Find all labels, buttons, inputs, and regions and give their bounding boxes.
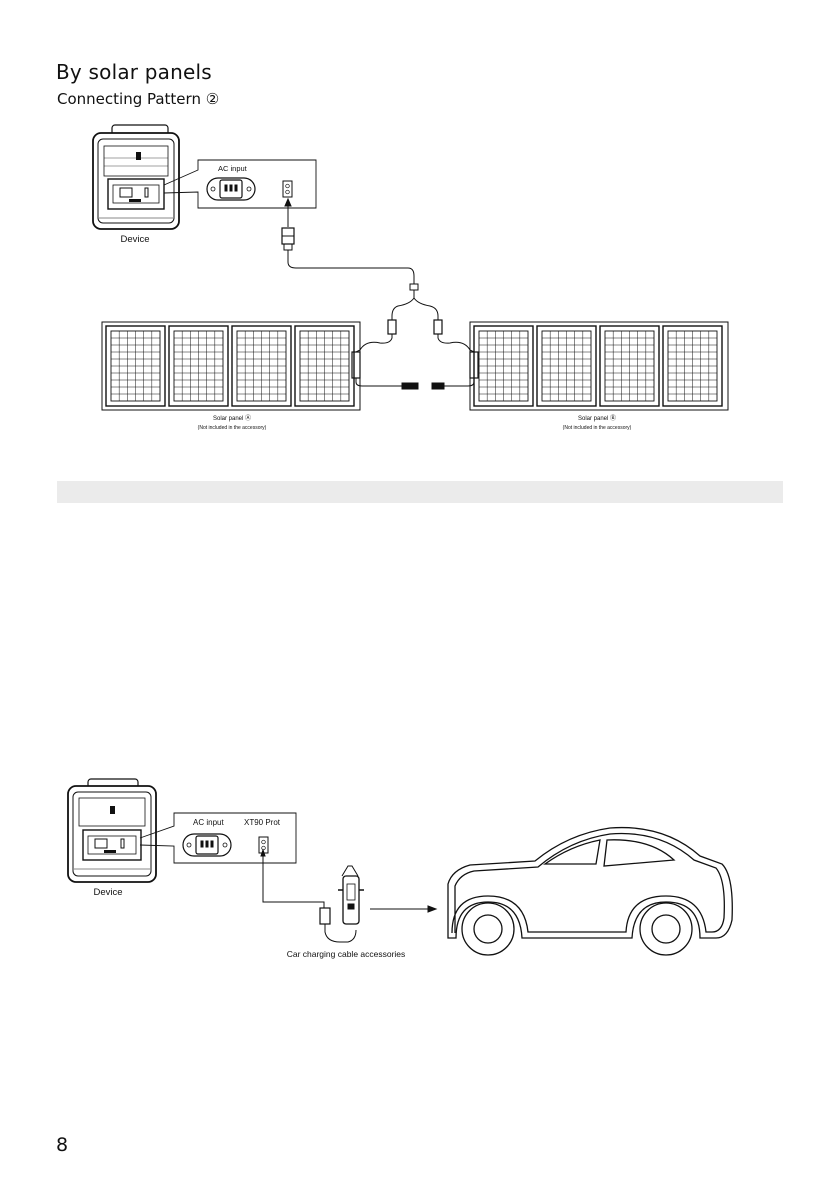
solar-module xyxy=(232,326,291,406)
solar-panel-a xyxy=(102,322,360,410)
solar-module xyxy=(106,326,165,406)
solar-module xyxy=(474,326,533,406)
ac-input-socket-2 xyxy=(183,834,231,856)
solar-module xyxy=(600,326,659,406)
solar-panel-a-note: (Not included in the accessory) xyxy=(198,425,267,431)
xt90-port-label: XT90 Prot xyxy=(244,818,281,827)
power-station-device-2 xyxy=(68,779,156,882)
power-station-device xyxy=(93,125,179,229)
car-charging-diagram: Device AC input XT90 Prot Car charging c… xyxy=(0,770,840,970)
solar-panel-a-label: Solar panel Ⓐ xyxy=(213,414,251,422)
car-illustration xyxy=(448,828,732,955)
device-label: Device xyxy=(120,234,149,245)
page-number: 8 xyxy=(56,1134,68,1156)
solar-panel-b-label: Solar panel Ⓑ xyxy=(578,414,616,422)
car-charging-cable xyxy=(261,850,436,942)
solar-connection-diagram: Device AC input xyxy=(0,0,840,480)
solar-input-cable xyxy=(282,199,478,389)
solar-module xyxy=(169,326,228,406)
xt90-port xyxy=(283,181,292,197)
solar-panel-b-note: (Not included in the accessory) xyxy=(563,425,632,431)
section-divider-band xyxy=(57,481,783,503)
car-cable-accessory-label: Car charging cable accessories xyxy=(287,949,406,959)
solar-module xyxy=(295,326,354,406)
solar-module xyxy=(537,326,596,406)
solar-panel-b xyxy=(470,322,728,410)
ac-input-socket xyxy=(207,178,255,200)
ac-input-label-2: AC input xyxy=(193,818,224,827)
ac-input-label: AC input xyxy=(218,164,248,173)
solar-module xyxy=(663,326,722,406)
device-2-label: Device xyxy=(93,887,122,898)
